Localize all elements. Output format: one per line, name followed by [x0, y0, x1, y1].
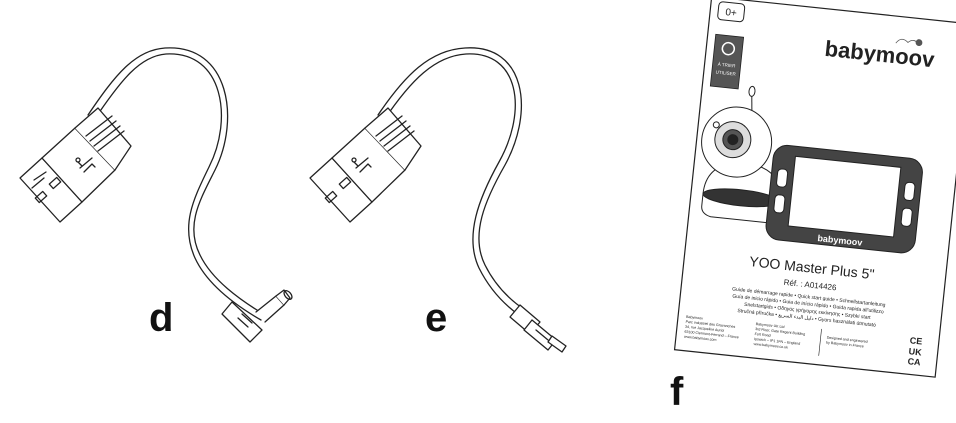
- address-mid-line: Babymoov UK Ltd: [755, 322, 784, 329]
- ce-mark: CE: [909, 335, 922, 346]
- address-mid-line: 3rd Floor, Gate Regent Building: [755, 327, 805, 336]
- address-left-line: 34, rue Jacqueline Auriol: [685, 325, 725, 333]
- cable-d-wire: [87, 47, 266, 321]
- cable-e-wire: [377, 47, 526, 316]
- address-mid-line: Ipswich – IP1 1FN – England: [754, 337, 801, 346]
- camera-illustration: [701, 85, 782, 224]
- address-right: Designed and engineered by Babymoov in F…: [826, 336, 868, 349]
- certification-marks: CE UK CA: [907, 335, 923, 367]
- address-left: Babymoov Parc industriel des Gravanches …: [684, 315, 739, 342]
- dc-barrel-plug-d: [221, 289, 293, 343]
- address-left-line: Parc industriel des Gravanches: [685, 320, 735, 329]
- usb-c-plug-e: [509, 304, 567, 353]
- address-left-line: Babymoov: [686, 315, 704, 321]
- ukca-mark-top: UK: [908, 346, 922, 357]
- address-right-line: Designed and engineered: [826, 336, 867, 344]
- label-f: f: [670, 370, 684, 414]
- label-e: e: [425, 296, 448, 340]
- usb-a-plug-d: [19, 107, 132, 223]
- address-left-line: 63100 Clermont-Ferrand – France: [684, 330, 739, 340]
- address-mid-line: www.babymoov.co.uk: [753, 342, 788, 350]
- recycle-text-1: À TRIER: [718, 61, 737, 69]
- address-divider: [818, 328, 822, 356]
- quick-start-leaflet-f: 0+ babymoov À TRIER UTILISER: [673, 0, 956, 378]
- monitor-brand: babymoov: [817, 233, 863, 248]
- address-middle: Babymoov UK Ltd 3rd Floor, Gate Regent B…: [753, 322, 805, 350]
- monitor-illustration: babymoov: [765, 144, 923, 254]
- brand-mascot-icon: [895, 38, 923, 46]
- age-badge-text: 0+: [725, 7, 738, 19]
- recycle-badge-icon: À TRIER UTILISER: [709, 33, 745, 90]
- recycle-text-2: UTILISER: [715, 70, 736, 77]
- address-right-line: by Babymoov in France: [826, 341, 864, 349]
- ukca-mark-bottom: CA: [907, 356, 921, 367]
- age-badge-icon: 0+: [717, 1, 746, 23]
- usb-cable-e: [309, 47, 567, 353]
- label-d: d: [149, 296, 174, 340]
- usb-a-plug-e: [309, 107, 422, 223]
- address-mid-line: Fort Road: [754, 332, 770, 338]
- address-left-line: www.babymoov.com: [684, 335, 717, 342]
- usb-cable-d: [19, 47, 293, 343]
